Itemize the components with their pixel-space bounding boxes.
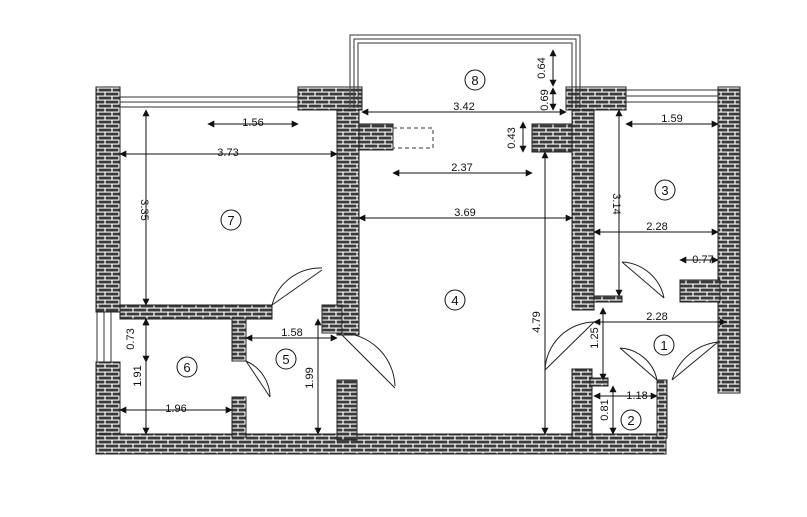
dim-label-18: 0.81 [599,399,611,420]
room-marker-1: 1 [653,334,675,356]
dim-label-6: 0.69 [539,89,551,110]
wall-3-bottom [679,279,721,303]
wall-2-top [589,377,609,387]
room-marker-3: 3 [654,179,676,201]
room-marker-7: 7 [220,209,242,231]
dim-label-23: 1.99 [304,367,316,388]
room-number-3: 3 [661,183,668,198]
wall-top-left-b [297,86,363,111]
room-number-8: 8 [471,73,478,88]
dim-label-7: 0.43 [506,127,518,148]
dim-label-14: 0.77 [692,254,713,266]
dim-label-5: 0.64 [536,57,548,78]
cabinet-outline [392,127,434,149]
dim-label-10: 4.79 [531,311,543,332]
room-marker-2: 2 [620,409,642,431]
wall-7-4-stub [358,123,394,151]
dim-label-19: 0.73 [125,328,137,349]
room-number-4: 4 [451,293,458,308]
room-number-2: 2 [627,413,634,428]
dim-label-2: 3.73 [217,147,238,159]
room-marker-6: 6 [176,356,198,378]
door-entrance [671,341,719,381]
room-number-1: 1 [660,338,667,353]
wall-2-right [656,379,668,439]
door-7-5 [271,267,323,306]
dim-label-16: 1.25 [589,327,601,348]
dim-label-22: 1.58 [281,327,302,339]
dim-label-21: 1.96 [165,403,186,415]
wall-7-4 [336,109,360,336]
room-number-5: 5 [282,352,289,367]
room-marker-4: 4 [444,289,466,311]
dim-label-12: 3.14 [610,193,622,214]
dim-label-3: 3.35 [138,199,150,220]
dim-label-9: 3.69 [454,207,475,219]
wall-7-5-end [321,304,343,334]
door-5-4 [339,332,396,389]
dim-label-13: 2.28 [646,221,667,233]
door-6-5 [245,360,271,398]
room-markers: 1 2 3 4 5 6 7 8 [176,69,676,431]
door-4-1 [544,321,595,371]
door-1-2 [619,347,658,381]
dim-label-20: 1.91 [132,365,144,386]
dimension-labels: 1.56 3.73 3.35 3.42 0.64 0.69 0.43 2.37 … [125,57,714,420]
wall-7-6 [119,304,273,320]
dim-label-11: 1.59 [661,113,682,125]
wall-top-right [565,86,627,111]
wall-6-5-upper [231,318,247,362]
wall-2-left [571,368,593,440]
dim-label-1: 1.56 [242,117,263,129]
dim-label-8: 2.37 [451,162,472,174]
wall-4-3 [571,109,595,311]
room-number-6: 6 [183,360,190,375]
wall-bottom [95,433,667,455]
room-marker-8: 8 [464,69,486,91]
door-1-3 [621,261,665,299]
walls [95,86,741,455]
dim-label-4: 3.42 [453,101,474,113]
wall-left-upper [95,86,121,313]
room-marker-5: 5 [275,348,297,370]
balcony-inner [357,42,573,108]
balcony-mid [353,38,577,108]
wall-right [717,86,741,394]
room-number-7: 7 [227,213,234,228]
windows [96,34,718,362]
wall-3-door-left [593,295,623,303]
dim-label-17: 1.18 [626,390,647,402]
wall-5-4-lower [336,379,358,441]
doors [245,261,719,398]
dim-label-15: 2.28 [646,311,667,323]
wall-6-5-lower [231,396,247,438]
balcony-outer [349,34,581,108]
dimension-lines [119,49,727,435]
